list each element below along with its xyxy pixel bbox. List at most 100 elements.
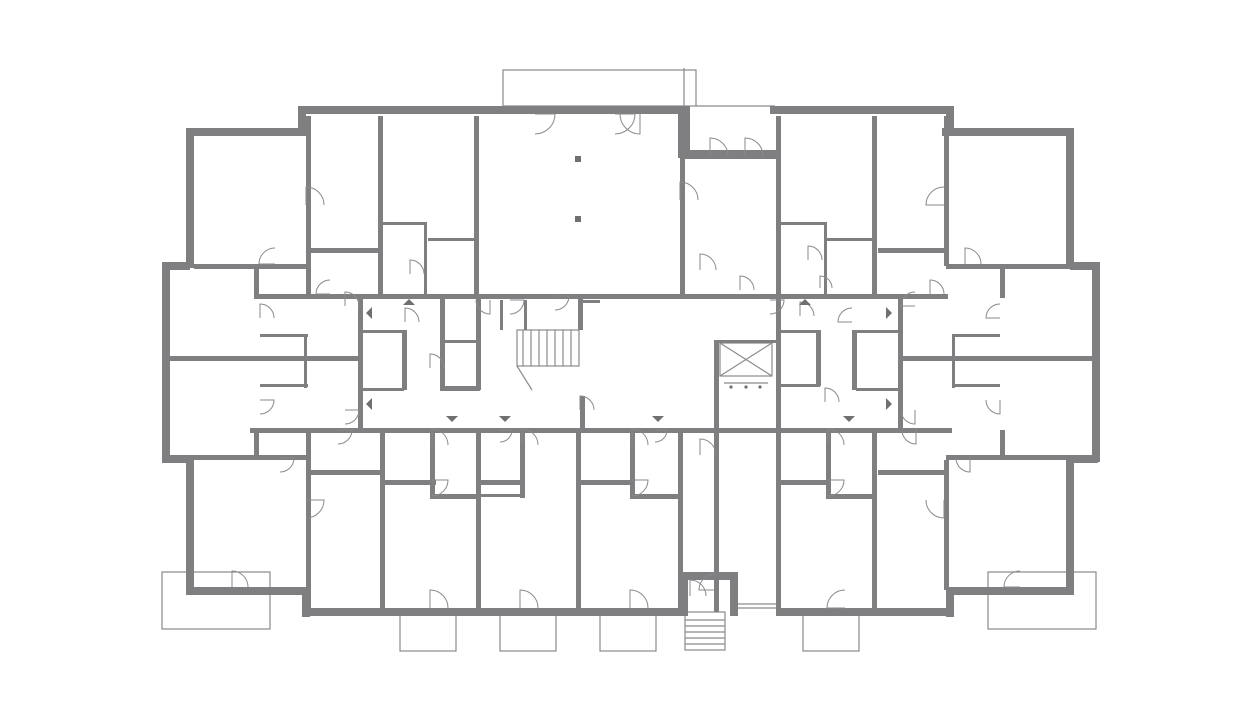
balcony-bottom-4 [802, 613, 860, 652]
elevator-button-icon [729, 385, 733, 389]
interior-wall [946, 455, 1070, 460]
door-swing [900, 409, 916, 425]
interior-wall [824, 222, 827, 296]
door-swing [955, 457, 971, 473]
interior-wall [576, 430, 581, 610]
door-swing [429, 589, 449, 609]
exterior-wall-bottom [302, 608, 686, 616]
walls [162, 106, 1100, 617]
direction-arrow-icon [843, 416, 855, 422]
exterior-wall-side [298, 106, 306, 136]
door-swing [344, 291, 360, 307]
entrance-canopy [502, 69, 697, 107]
column-marker [575, 156, 581, 162]
interior-wall [500, 300, 503, 330]
door-swing [259, 303, 275, 319]
direction-arrow-icon [799, 299, 811, 305]
interior-wall [440, 340, 476, 343]
door-swing [807, 245, 823, 261]
interior-wall [630, 430, 635, 498]
exterior-wall-side [1092, 262, 1100, 462]
door-swing [985, 303, 1001, 319]
door-swing [431, 479, 449, 497]
exterior-wall-bottom [730, 572, 738, 616]
door-swing [509, 299, 525, 315]
door-swing [344, 409, 360, 425]
interior-wall [856, 330, 902, 333]
interior-wall [254, 430, 259, 458]
door-swing [819, 275, 833, 289]
interior-wall [520, 430, 525, 498]
exterior-wall-top [188, 128, 306, 136]
interior-wall [428, 238, 474, 241]
door-swing [554, 295, 570, 311]
interior-wall [358, 296, 363, 430]
interior-wall [478, 494, 522, 497]
interior-wall [856, 388, 902, 391]
interior-wall [383, 222, 427, 225]
interior-wall [1000, 268, 1005, 298]
interior-wall [826, 430, 831, 498]
exterior-wall-top [478, 106, 684, 114]
direction-arrow-icon [652, 416, 664, 422]
door-swing [337, 429, 353, 445]
door-swing [925, 499, 945, 519]
interior-wall [580, 480, 634, 485]
exterior-wall-top [678, 106, 690, 158]
exterior-wall-side [1070, 262, 1098, 270]
elevator-cross [719, 342, 773, 377]
exterior-wall-side [186, 128, 194, 268]
interior-wall [580, 300, 600, 303]
interior-wall [580, 396, 585, 432]
interior-wall [944, 460, 949, 590]
core-wall [952, 334, 955, 388]
door-swing [431, 428, 449, 446]
direction-arrow-icon [366, 398, 372, 410]
door-swing [258, 247, 276, 265]
interior-wall [306, 116, 311, 296]
door-swing [826, 589, 846, 609]
interior-wall [478, 480, 522, 485]
door-swing [614, 113, 636, 135]
door-swing [305, 186, 325, 206]
exterior-wall-side [162, 262, 190, 270]
door-swing [827, 428, 845, 446]
door-swing [654, 429, 668, 443]
interior-wall [424, 222, 427, 296]
core-wall [714, 340, 719, 612]
direction-arrow-icon [403, 299, 415, 305]
interior-wall [524, 300, 527, 330]
interior-wall [306, 430, 311, 610]
door-swing [744, 137, 764, 157]
exterior-wall-side [162, 262, 170, 462]
exterior-wall-side [186, 455, 194, 595]
door-swing [404, 307, 420, 323]
interior-wall [440, 386, 480, 391]
exterior-wall-bottom [186, 587, 304, 595]
interior-wall [430, 430, 435, 498]
interior-stair [516, 329, 580, 367]
interior-wall [878, 470, 944, 475]
direction-arrow-icon [499, 416, 511, 422]
door-swing [964, 247, 982, 265]
interior-wall [194, 264, 306, 269]
interior-wall [826, 238, 872, 241]
interior-wall [898, 356, 1092, 361]
door-swing [1003, 570, 1021, 588]
door-swing [925, 186, 945, 206]
door-swing [699, 438, 717, 456]
core-wall [304, 334, 307, 388]
interior-wall [382, 480, 436, 485]
exterior-wall-top [302, 106, 478, 114]
core-wall [952, 334, 1000, 337]
exterior-wall-top [770, 106, 946, 114]
door-swing [699, 253, 717, 271]
door-swing [679, 181, 699, 201]
interior-wall [194, 455, 306, 460]
interior-wall [946, 264, 1070, 269]
door-swing [631, 428, 649, 446]
door-swing [315, 279, 331, 295]
interior-wall [944, 116, 949, 266]
door-swing [619, 113, 641, 135]
door-swing [475, 299, 491, 315]
